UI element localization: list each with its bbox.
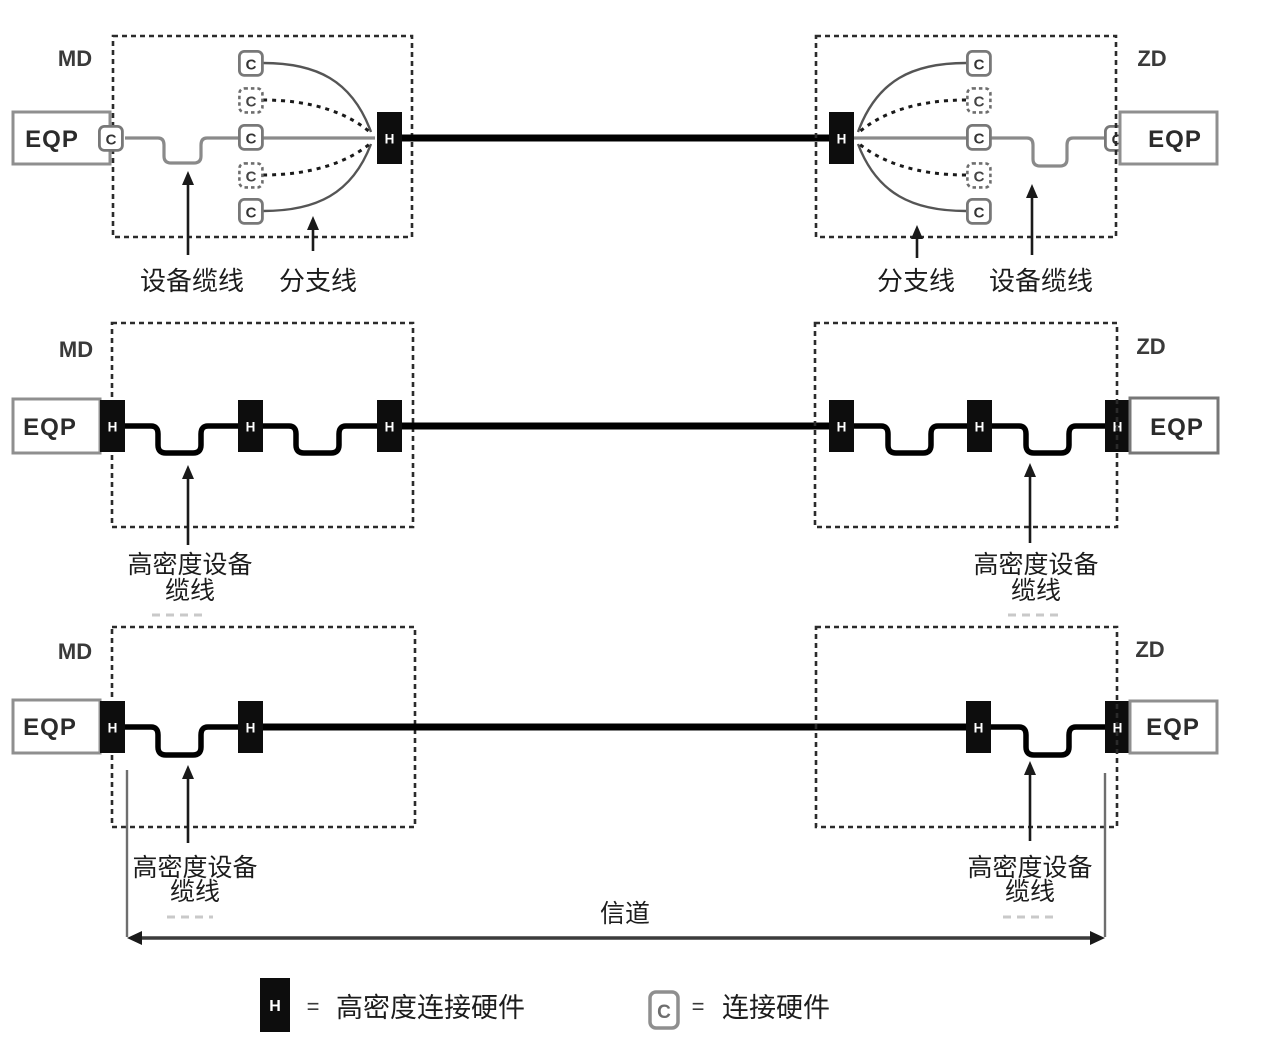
branch-line-label-left: 分支线 bbox=[279, 267, 357, 296]
eqp-label: EQP bbox=[1150, 414, 1204, 441]
eqp-label: EQP bbox=[1146, 714, 1200, 741]
c-box-icon bbox=[237, 50, 264, 77]
c-box-icon bbox=[966, 197, 992, 225]
hd-cable-label-left-line1: 高密度设备 bbox=[127, 551, 252, 579]
legend-c-letter: C bbox=[657, 1002, 671, 1023]
c-box-icon bbox=[237, 197, 264, 225]
eqp-label: EQP bbox=[25, 126, 79, 153]
legend-h-block-icon bbox=[260, 978, 290, 1032]
row1-cross-connect-model: EQP MD bbox=[11, 34, 1219, 296]
eqp-box bbox=[1128, 396, 1220, 455]
h-block-icon bbox=[100, 400, 125, 452]
row3-channel-model: EQP MD ZD EQP 高密度设备 缆线 高密度设备 缆线 bbox=[11, 625, 1219, 945]
md-label: MD bbox=[58, 46, 92, 71]
c-box-icon bbox=[966, 50, 992, 77]
branch-curve-top-left bbox=[262, 61, 373, 133]
equipment-cable-label-left: 设备缆线 bbox=[140, 267, 244, 296]
legend-c-text: 连接硬件 bbox=[722, 993, 830, 1023]
eqp-box bbox=[1128, 699, 1219, 755]
zd-label: ZD bbox=[1137, 46, 1166, 71]
hd-equipment-cable-loop bbox=[854, 423, 967, 456]
branch-curve-dashed-lower-left bbox=[262, 140, 373, 177]
channel-label: 信道 bbox=[600, 900, 650, 928]
hd-cable-label-right-line1: 高密度设备 bbox=[973, 551, 1098, 579]
legend-c-box-icon bbox=[648, 990, 680, 1030]
c-box-icon bbox=[966, 124, 992, 151]
md-label: MD bbox=[59, 337, 93, 362]
hd-equipment-cable-loop bbox=[991, 724, 1106, 758]
eqp-box bbox=[1118, 110, 1219, 166]
arrow-right-icon bbox=[1090, 931, 1105, 945]
equipment-cable-left bbox=[125, 136, 238, 165]
md-label: MD bbox=[58, 639, 92, 664]
c-box-dashed-icon bbox=[966, 162, 992, 189]
eqp-box bbox=[11, 397, 102, 455]
eqp-label: EQP bbox=[1148, 126, 1202, 153]
hd-cable-label-right-line2: 缆线 bbox=[1011, 577, 1061, 605]
c-box-dashed-icon bbox=[238, 162, 264, 189]
hd-cable-label-left-line2: 缆线 bbox=[170, 878, 220, 906]
branch-curve-dashed-upper-right bbox=[855, 98, 967, 136]
annotation-arrows-row2 bbox=[186, 476, 1032, 545]
arrow-up-icon bbox=[1024, 761, 1036, 775]
arrow-up-icon bbox=[911, 225, 923, 239]
eqp-label: EQP bbox=[23, 714, 77, 741]
h-block-icon bbox=[829, 400, 854, 452]
hd-equipment-cable-loop bbox=[263, 423, 377, 456]
h-block-icon bbox=[377, 400, 402, 452]
c-box-dashed-icon bbox=[238, 87, 264, 114]
eqp-box bbox=[11, 698, 102, 755]
c-box-icon bbox=[237, 124, 264, 151]
zd-boundary-box bbox=[814, 625, 1119, 829]
hd-cable-label-left-line1: 高密度设备 bbox=[132, 854, 257, 882]
annotation-arrows-row1 bbox=[186, 184, 1034, 258]
h-block-icon bbox=[377, 112, 402, 164]
c-box-icon bbox=[98, 125, 124, 152]
hd-equipment-cable-loop bbox=[125, 724, 238, 758]
arrow-up-icon bbox=[182, 465, 194, 479]
h-block-icon bbox=[100, 701, 125, 753]
branch-curve-dashed-upper-left bbox=[262, 98, 374, 136]
zd-boundary-box bbox=[813, 321, 1119, 529]
equipment-cable-label-right: 设备缆线 bbox=[989, 267, 1093, 296]
arrow-up-icon bbox=[1026, 184, 1038, 198]
h-block-icon bbox=[829, 112, 854, 164]
branch-curve-top-right bbox=[856, 61, 967, 133]
eqp-label: EQP bbox=[23, 414, 77, 441]
h-block-icon bbox=[238, 701, 263, 753]
annotation-arrows-row3 bbox=[186, 774, 1032, 843]
legend-h-text: 高密度连接硬件 bbox=[336, 993, 525, 1023]
arrow-up-icon bbox=[182, 171, 194, 185]
equipment-cable-right bbox=[991, 136, 1106, 168]
legend: H = 高密度连接硬件 C = 连接硬件 bbox=[260, 978, 830, 1032]
row2-interconnect-model: EQP MD ZD EQP 高密度设备 缆线 高密度设备 缆线 bbox=[11, 321, 1220, 617]
h-block-icon bbox=[966, 701, 991, 753]
hd-cable-label-right-line2: 缆线 bbox=[1005, 878, 1055, 906]
branch-curve-dashed-lower-right bbox=[856, 140, 967, 177]
branch-line-label-right: 分支线 bbox=[877, 267, 955, 296]
arrow-left-icon bbox=[127, 931, 142, 945]
branch-curve-bottom-left bbox=[262, 143, 373, 213]
zd-label: ZD bbox=[1136, 334, 1165, 359]
channel-extent-marker: 信道 bbox=[125, 770, 1107, 945]
legend-h-equals: = bbox=[307, 994, 320, 1019]
zd-boundary-box bbox=[814, 34, 1118, 239]
legend-h-letter: H bbox=[269, 998, 281, 1015]
h-block-icon bbox=[967, 400, 992, 452]
c-box-dashed-icon bbox=[966, 87, 992, 114]
hd-cable-label-left-line2: 缆线 bbox=[165, 577, 215, 605]
zd-label: ZD bbox=[1135, 637, 1164, 662]
legend-c-equals: = bbox=[692, 994, 705, 1019]
arrow-up-icon bbox=[182, 765, 194, 779]
hd-equipment-cable-loop bbox=[992, 423, 1106, 456]
arrow-up-icon bbox=[1024, 463, 1036, 477]
branch-curve-bottom-right bbox=[856, 143, 967, 213]
hd-cable-label-right-line1: 高密度设备 bbox=[967, 854, 1092, 882]
eqp-box bbox=[11, 110, 112, 166]
h-block-icon bbox=[238, 400, 263, 452]
hd-equipment-cable-loop bbox=[125, 423, 238, 456]
arrow-up-icon bbox=[307, 216, 319, 230]
